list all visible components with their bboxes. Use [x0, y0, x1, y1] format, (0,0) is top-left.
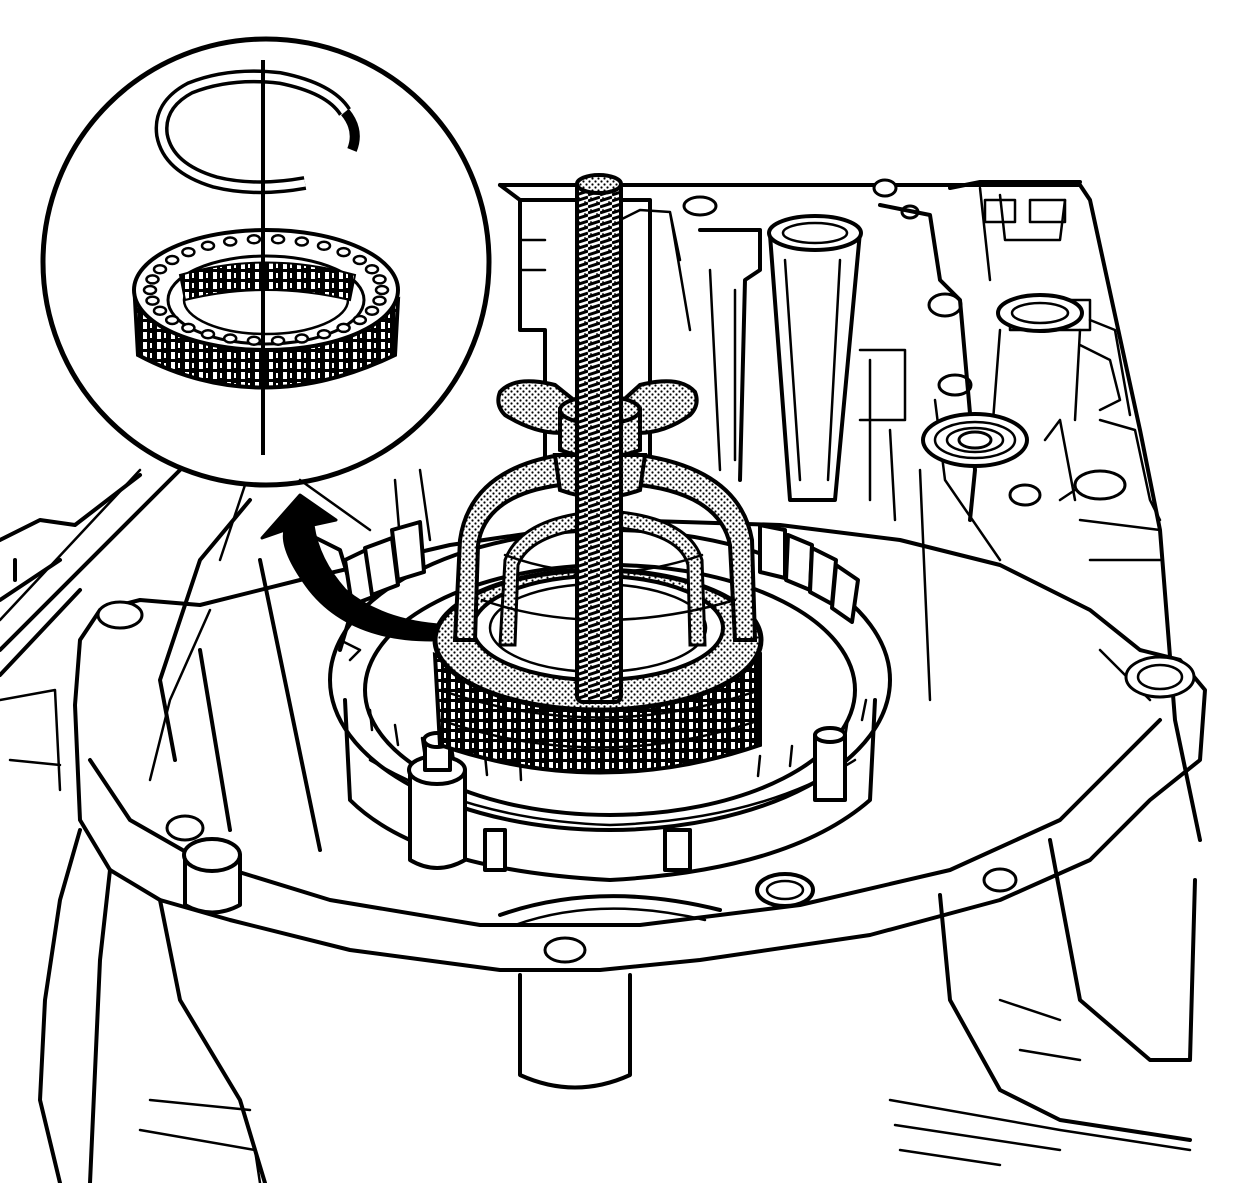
retainer-hole	[200, 328, 216, 340]
retainer-hole	[246, 335, 262, 346]
retainer-hole	[152, 305, 168, 316]
retainer-hole	[164, 314, 180, 326]
retainer-hole	[142, 284, 158, 296]
clutch-housing-ring	[328, 520, 892, 908]
retainer-hole	[352, 254, 368, 266]
transmission-case	[0, 178, 1207, 1183]
threaded-rod	[575, 173, 623, 704]
retainer-hole	[372, 274, 387, 285]
detail-inset	[0, 36, 492, 622]
snap-ring	[154, 69, 360, 195]
retainer-hole	[352, 314, 368, 326]
retainer-hole	[246, 234, 262, 245]
retainer-hole	[364, 305, 380, 316]
retainer-hole	[336, 322, 351, 334]
return-spring-assembly	[132, 228, 401, 390]
retainer-hole	[364, 264, 380, 275]
retainer-hole	[374, 284, 390, 296]
retainer-hole	[200, 240, 216, 252]
retainer-hole	[145, 274, 160, 285]
retainer-hole	[316, 240, 332, 252]
retainer-hole	[294, 333, 310, 344]
retainer-hole	[316, 328, 332, 340]
retainer-hole	[294, 236, 310, 247]
retainer-hole	[270, 234, 286, 245]
retainer-hole	[145, 295, 160, 306]
spring-retainer-holes	[142, 234, 390, 346]
retainer-hole	[270, 335, 286, 346]
retainer-hole	[222, 333, 238, 344]
spline-teeth	[343, 520, 868, 782]
retainer-hole	[336, 246, 351, 258]
removal-direction-arrow-icon	[260, 493, 440, 662]
retainer-hole	[152, 264, 168, 275]
retainer-hole	[164, 254, 180, 266]
retainer-hole	[222, 236, 238, 247]
retainer-hole	[181, 246, 196, 258]
retainer-hole	[181, 322, 196, 334]
spring-compressor-tool	[452, 173, 758, 704]
retainer-hole	[372, 295, 387, 306]
